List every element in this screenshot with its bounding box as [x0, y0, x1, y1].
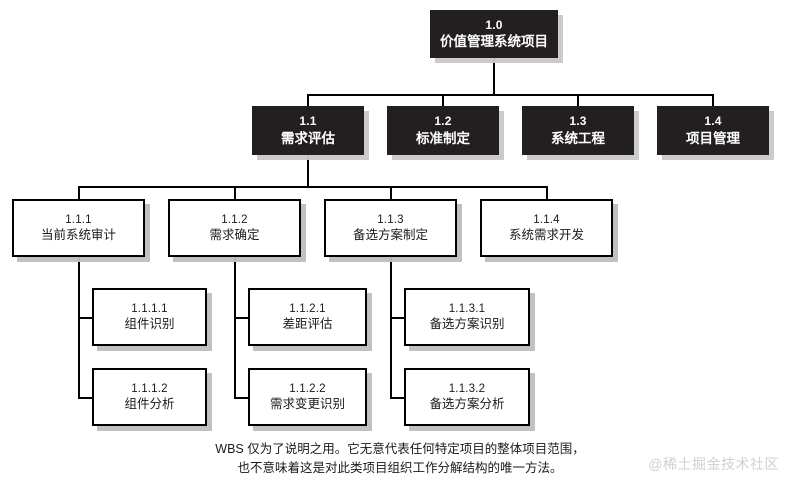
- wbs-node-title: 当前系统审计: [40, 228, 116, 243]
- footnote-line-1: WBS 仅为了说明之用。它无意代表任何特定项目的整体项目范围，: [215, 442, 585, 456]
- wbs-node-1-1-1-2[interactable]: 1.1.1.2 组件分析: [92, 368, 207, 426]
- wbs-node-title: 需求确定: [209, 228, 260, 243]
- connector-node-111-branch-2: [78, 397, 92, 399]
- watermark-label: @稀土掘金技术社区: [648, 456, 779, 472]
- connector-node-113-branch-1: [390, 317, 404, 319]
- connector-level2-bus: [307, 94, 713, 96]
- connector-level3-drop-4: [546, 186, 548, 199]
- wbs-node-root[interactable]: 1.0 价值管理系统项目: [430, 10, 558, 58]
- wbs-node-1-1-3[interactable]: 1.1.3 备选方案制定: [324, 199, 457, 257]
- wbs-node-1-1-3-2[interactable]: 1.1.3.2 备选方案分析: [404, 368, 530, 426]
- wbs-node-code: 1.3: [569, 114, 587, 129]
- wbs-node-title: 组件分析: [124, 397, 175, 412]
- connector-level3-drop-1: [78, 186, 80, 199]
- wbs-node-1-1-2[interactable]: 1.1.2 需求确定: [168, 199, 301, 257]
- wbs-node-1-1-2-1[interactable]: 1.1.2.1 差距评估: [248, 288, 367, 346]
- connector-level2-drop-2: [442, 94, 444, 106]
- wbs-node-title: 系统需求开发: [508, 228, 584, 243]
- wbs-node-1-2[interactable]: 1.2 标准制定: [387, 106, 499, 155]
- wbs-node-title: 系统工程: [551, 130, 605, 146]
- wbs-node-1-1-3-1[interactable]: 1.1.3.1 备选方案识别: [404, 288, 530, 346]
- connector-node-111-spine: [78, 257, 80, 398]
- wbs-node-code: 1.1.3: [377, 213, 404, 226]
- connector-level3-bus: [78, 186, 546, 188]
- wbs-node-code: 1.0: [485, 17, 503, 32]
- connector-level2-drop-1: [307, 94, 309, 106]
- wbs-node-code: 1.1: [299, 114, 317, 129]
- wbs-node-title: 项目管理: [686, 130, 740, 146]
- wbs-node-1-1[interactable]: 1.1 需求评估: [252, 106, 364, 155]
- diagram-footnote: WBS 仅为了说明之用。它无意代表任何特定项目的整体项目范围， 也不意味着这是对…: [150, 440, 650, 479]
- wbs-node-1-1-4[interactable]: 1.1.4 系统需求开发: [480, 199, 613, 257]
- connector-root-stem: [493, 58, 495, 96]
- wbs-node-title: 组件识别: [124, 317, 175, 332]
- connector-node-113-spine: [390, 257, 392, 398]
- footnote-line-2: 也不意味着这是对此类项目组织工作分解结构的唯一方法。: [237, 461, 563, 476]
- wbs-node-code: 1.1.2.2: [289, 382, 326, 395]
- wbs-node-title: 差距评估: [282, 317, 333, 332]
- wbs-node-code: 1.1.1.2: [131, 382, 168, 395]
- wbs-node-1-1-2-2[interactable]: 1.1.2.2 需求变更识别: [248, 368, 367, 426]
- wbs-node-code: 1.1.4: [533, 213, 560, 226]
- wbs-node-code: 1.1.1: [65, 213, 92, 226]
- wbs-node-code: 1.1.1.1: [131, 302, 168, 315]
- wbs-node-title: 价值管理系统项目: [440, 34, 548, 50]
- wbs-node-title: 备选方案识别: [429, 317, 505, 332]
- wbs-node-title: 备选方案制定: [352, 228, 428, 243]
- wbs-node-title: 标准制定: [416, 130, 470, 146]
- wbs-node-title: 需求变更识别: [269, 397, 345, 412]
- connector-node-11-stem: [307, 155, 309, 188]
- wbs-node-title: 备选方案分析: [429, 397, 505, 412]
- connector-level3-drop-2: [234, 186, 236, 199]
- wbs-node-1-4[interactable]: 1.4 项目管理: [657, 106, 769, 155]
- connector-node-112-spine: [234, 257, 236, 398]
- wbs-node-code: 1.1.2: [221, 213, 248, 226]
- connector-node-112-branch-2: [234, 397, 248, 399]
- wbs-node-1-1-1[interactable]: 1.1.1 当前系统审计: [12, 199, 145, 257]
- connector-node-112-branch-1: [234, 317, 248, 319]
- connector-node-111-branch-1: [78, 317, 92, 319]
- wbs-node-1-1-1-1[interactable]: 1.1.1.1 组件识别: [92, 288, 207, 346]
- wbs-node-code: 1.2: [434, 114, 452, 129]
- connector-level3-drop-3: [390, 186, 392, 199]
- wbs-node-code: 1.1.3.1: [448, 302, 486, 315]
- wbs-node-1-3[interactable]: 1.3 系统工程: [522, 106, 634, 155]
- connector-node-113-branch-2: [390, 397, 404, 399]
- wbs-node-code: 1.1.2.1: [289, 302, 326, 315]
- wbs-node-code: 1.1.3.2: [448, 382, 486, 395]
- connector-level2-drop-3: [577, 94, 579, 106]
- wbs-node-title: 需求评估: [281, 130, 335, 146]
- wbs-node-code: 1.4: [704, 114, 722, 129]
- connector-level2-drop-4: [712, 94, 714, 106]
